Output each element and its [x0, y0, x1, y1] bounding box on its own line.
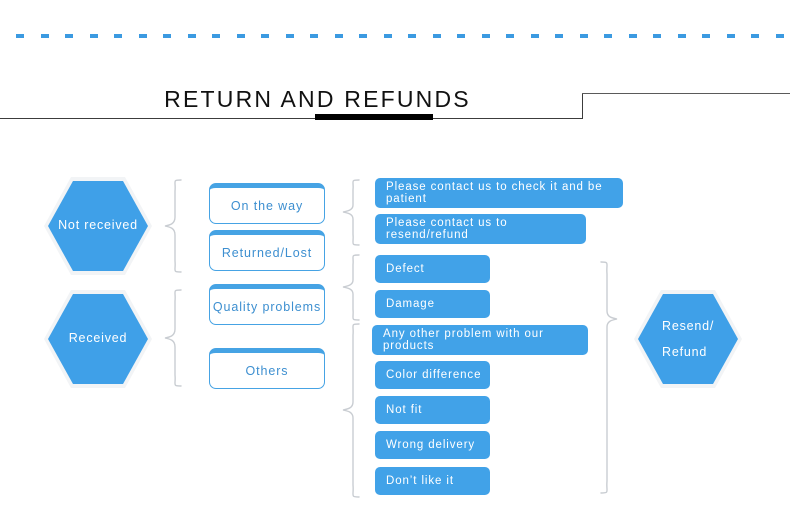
brace-not-received: [164, 179, 182, 273]
divider-dash: [89, 34, 98, 38]
divider-dash: [40, 34, 49, 38]
divider-dash: [702, 34, 710, 38]
brace-quality-problems-group: [342, 254, 360, 321]
divider-dash: [751, 34, 759, 38]
hexagon-resend-refund-line1: Resend/: [662, 318, 715, 333]
pill-wrong-delivery-label: Wrong delivery: [386, 439, 476, 451]
divider-dash: [383, 34, 392, 38]
pill-wrong-delivery[interactable]: Wrong delivery: [375, 431, 490, 459]
divider-dash: [628, 34, 637, 38]
title-rule-right: [582, 93, 790, 94]
pill-dont-like-it[interactable]: Don’t like it: [375, 467, 490, 495]
card-on-the-way[interactable]: On the way: [209, 183, 325, 224]
pill-not-fit[interactable]: Not fit: [375, 396, 490, 424]
divider-dash: [775, 34, 784, 38]
divider-dash: [726, 34, 735, 38]
title-underline-accent: [315, 114, 433, 120]
divider-dash: [212, 34, 220, 38]
hexagon-resend-refund-line2: Refund: [662, 345, 708, 359]
divider-dash: [285, 34, 294, 38]
divider-dash: [506, 34, 514, 38]
divider-dash: [187, 34, 196, 38]
pill-color-difference[interactable]: Color difference: [375, 361, 490, 389]
title-rule-step: [582, 94, 583, 119]
card-on-the-way-label: On the way: [230, 198, 304, 213]
pill-color-difference-label: Color difference: [386, 369, 482, 381]
divider-dash: [530, 34, 539, 38]
brace-others-group: [342, 323, 360, 498]
divider-dash: [604, 34, 612, 38]
hexagon-resend-refund[interactable]: Resend/ Refund: [638, 294, 738, 384]
title-rule-left: [0, 118, 583, 119]
page-title: RETURN AND REFUNDS: [164, 86, 471, 112]
card-quality-problems-label: Quality problems: [212, 299, 322, 314]
pill-damage-label: Damage: [386, 298, 435, 310]
brace-resend-refund: [600, 261, 618, 494]
brace-received: [164, 289, 182, 387]
divider-dash: [579, 34, 588, 38]
divider-dash: [138, 34, 147, 38]
hexagon-received-label: Received: [68, 331, 128, 346]
brace-on-the-way-group: [342, 179, 360, 246]
top-dotted-divider: [16, 34, 784, 38]
pill-dont-like-it-label: Don’t like it: [386, 475, 454, 487]
pill-contact-resend-refund-label: Please contact us to resend/refund: [386, 217, 508, 241]
pill-damage[interactable]: Damage: [375, 290, 490, 318]
pill-contact-resend-refund[interactable]: Please contact us to resend/refund: [375, 214, 586, 244]
divider-dash: [334, 34, 343, 38]
divider-dash: [481, 34, 490, 38]
card-others[interactable]: Others: [209, 348, 325, 389]
divider-dash: [261, 34, 269, 38]
card-returned-lost-label: Returned/Lost: [221, 245, 313, 260]
pill-defect[interactable]: Defect: [375, 255, 490, 283]
divider-dash: [16, 34, 24, 38]
divider-dash: [163, 34, 171, 38]
hexagon-not-received-label: Not received: [58, 218, 138, 233]
divider-dash: [653, 34, 661, 38]
pill-defect-label: Defect: [386, 263, 425, 275]
divider-dash: [677, 34, 686, 38]
card-returned-lost[interactable]: Returned/Lost: [209, 230, 325, 271]
pill-contact-check[interactable]: Please contact us to check it and be pat…: [375, 178, 623, 208]
pill-any-other-problem-label: Any other problem with our products: [383, 328, 544, 352]
divider-dash: [555, 34, 563, 38]
divider-dash: [236, 34, 245, 38]
divider-dash: [310, 34, 318, 38]
card-quality-problems[interactable]: Quality problems: [209, 284, 325, 325]
pill-contact-check-label: Please contact us to check it and be pat…: [386, 181, 603, 205]
divider-dash: [432, 34, 441, 38]
divider-dash: [65, 34, 73, 38]
pill-any-other-problem[interactable]: Any other problem with our products: [372, 325, 588, 355]
pill-not-fit-label: Not fit: [386, 404, 423, 416]
card-others-label: Others: [245, 363, 289, 378]
divider-dash: [114, 34, 122, 38]
divider-dash: [359, 34, 367, 38]
divider-dash: [408, 34, 416, 38]
divider-dash: [457, 34, 465, 38]
